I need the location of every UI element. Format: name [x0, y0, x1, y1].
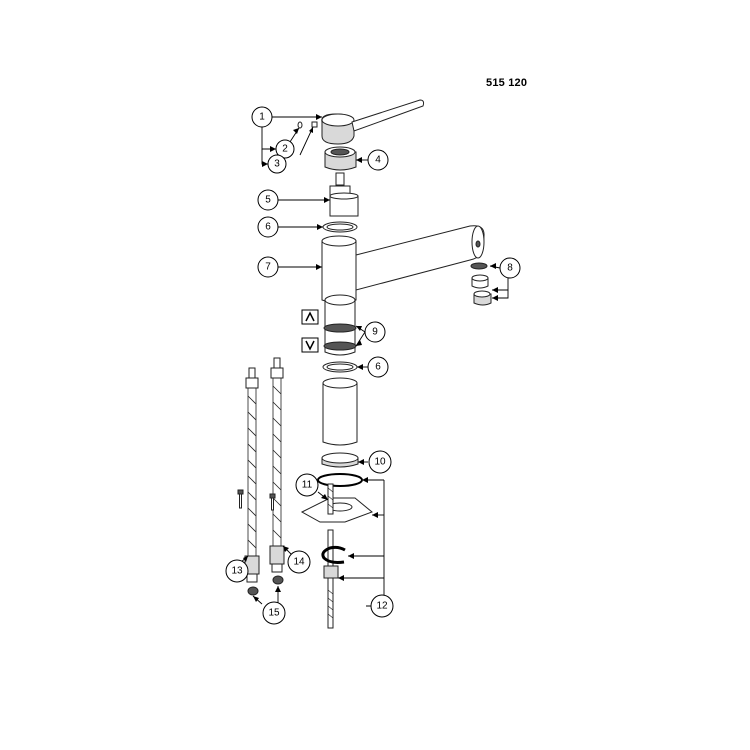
callout-9: 9 [364, 321, 386, 343]
lower-tube-part [322, 377, 358, 446]
base-gasket-part [317, 473, 363, 487]
callout-10-label: 10 [374, 457, 386, 468]
callout-6-lower-label: 6 [375, 362, 381, 373]
callout-12-label: 12 [376, 601, 388, 612]
threaded-rod-part [327, 483, 334, 629]
o-ring-upper-part [322, 221, 358, 233]
cover-ring-part [324, 146, 357, 171]
callout-2: 2 [275, 139, 295, 159]
callout-5-label: 5 [265, 195, 271, 206]
hose-filter-left [247, 586, 259, 596]
hose-screw-right [269, 493, 276, 511]
lever-handle-part [321, 99, 425, 145]
callout-11-label: 11 [302, 480, 313, 491]
callout-6-upper-label: 6 [265, 222, 271, 233]
callout-2-label: 2 [282, 144, 288, 155]
mounting-nut-part [323, 565, 339, 579]
callout-1: 1 [251, 106, 273, 128]
callout-13: 13 [225, 559, 249, 583]
callout-14-label: 14 [293, 557, 305, 568]
callout-12: 12 [370, 594, 394, 618]
callout-7-label: 7 [265, 262, 271, 273]
hose-left [244, 367, 260, 583]
callout-7: 7 [257, 256, 279, 278]
leader-arrows [243, 114, 498, 602]
hose-screw-left [237, 489, 244, 509]
callout-4: 4 [367, 149, 389, 171]
threaded-sleeve-part [323, 294, 357, 356]
hose-right [269, 357, 285, 573]
callout-4-label: 4 [375, 155, 381, 166]
cartridge-part [329, 172, 359, 217]
callout-10: 10 [368, 450, 392, 474]
callout-3-label: 3 [274, 159, 280, 170]
horseshoe-washer-part [321, 545, 346, 564]
set-screw-part [297, 121, 303, 129]
callout-9-label: 9 [372, 327, 378, 338]
callout-1-label: 1 [259, 112, 265, 123]
callout-15: 15 [262, 601, 286, 625]
aerator-part [470, 262, 492, 306]
hose-filter-right [272, 575, 284, 585]
callout-13-label: 13 [231, 566, 243, 577]
cap-part [311, 121, 318, 128]
callout-3: 3 [267, 154, 287, 174]
model-number: 515 120 [486, 77, 528, 89]
mounting-bracket-part [300, 497, 373, 523]
callout-8: 8 [499, 257, 521, 279]
callout-6-lower: 6 [367, 356, 389, 378]
callout-14: 14 [287, 550, 311, 574]
callout-6-upper: 6 [257, 216, 279, 238]
callout-15-label: 15 [268, 608, 280, 619]
o-ring-lower-part [322, 361, 358, 373]
faucet-body-part [321, 225, 485, 304]
flow-icon-lower [301, 337, 319, 353]
callout-11: 11 [295, 473, 319, 497]
callout-5: 5 [257, 189, 279, 211]
flow-icon-upper [301, 309, 319, 325]
base-ring-part [321, 452, 359, 468]
callout-8-label: 8 [507, 263, 513, 274]
